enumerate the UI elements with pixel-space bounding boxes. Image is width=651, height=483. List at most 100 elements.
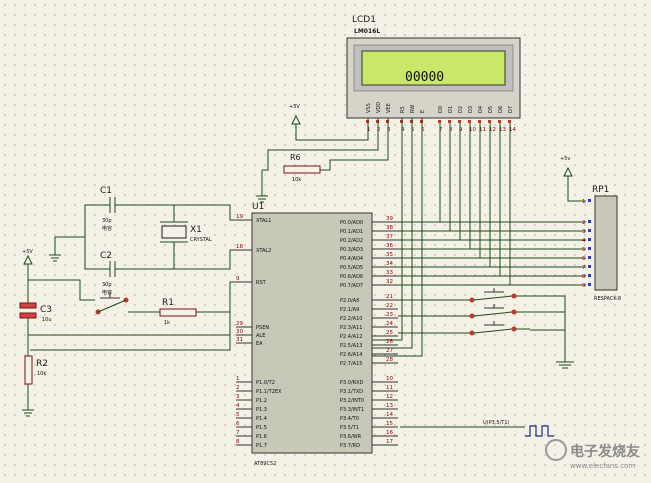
mcu-u1[interactable]: U1 AT89C52 19XTAL118XTAL29RST29PSEN30ALE… (236, 202, 398, 467)
lcd-pin-number: 3 (387, 127, 391, 133)
mcu-pin-label: P2.4/A12 (340, 334, 362, 340)
c1-ref: C1 (100, 186, 112, 196)
mcu-pin-label: P1.4 (256, 416, 267, 422)
lcd-pin-label: E (420, 110, 426, 113)
mcu-part: AT89C52 (254, 461, 276, 467)
mcu-pin-number: 37 (386, 234, 393, 240)
resistor-r1[interactable]: R1 1k (159, 298, 197, 326)
mcu-pin-label: P2.3/A11 (340, 325, 362, 331)
lcd-pin-marker (448, 120, 451, 123)
c1-desc: 电容 (102, 225, 112, 232)
mcu-pin-number: 32 (386, 279, 393, 285)
lcd-module[interactable]: LCD1 LM016L 00000 VSS1VDD2VEE3RS4RW5E6D0… (346, 15, 521, 133)
rp1-pin-marker (588, 247, 591, 250)
mcu-pin-label: P1.6 (256, 434, 267, 440)
mcu-pin-number: 36 (386, 243, 393, 249)
rp1-pin-marker (588, 265, 591, 268)
mcu-pin-number: 33 (386, 270, 393, 276)
lcd-pin-number: 5 (411, 127, 415, 133)
mcu-pin-label: P2.5/A13 (340, 343, 362, 349)
rp1-pin-number: 5 (582, 247, 586, 253)
crystal-x1[interactable]: X1 CRYSTAL (160, 221, 212, 243)
p2-push-button[interactable] (398, 288, 530, 303)
mcu-pin-label: P2.0/A8 (340, 298, 359, 304)
p2-gnd (530, 295, 574, 369)
r2-ref: R2 (36, 359, 48, 369)
mcu-pin-label: P1.0/T2 (256, 380, 275, 386)
mcu-pin-number: 23 (386, 312, 393, 318)
capacitor-c2[interactable]: C2 30p 电容 (100, 251, 116, 296)
lcd-pin-number: 11 (479, 127, 486, 133)
rp1-pin-marker (588, 199, 591, 202)
mcu-pin-label: RST (256, 280, 267, 286)
mcu-pin-label: P0.4/AD4 (340, 256, 363, 262)
mcu-pin-label: XTAL2 (256, 248, 271, 254)
mcu-pin-number: 22 (386, 303, 393, 309)
lcd-part: LM016L (354, 28, 380, 35)
lcd-data-wires (372, 123, 586, 286)
mcu-pin-number: 9 (236, 276, 240, 282)
c2-value: 30p (102, 282, 112, 288)
lcd-pin-label: RS (400, 106, 406, 113)
rp1-pin-marker (588, 229, 591, 232)
vcc-lcd: +5V (289, 104, 301, 125)
lcd-pin-number: 2 (377, 127, 381, 133)
lcd-pin-marker (488, 120, 491, 123)
lcd-pin-number: 7 (439, 127, 443, 133)
mcu-pin-number: 39 (386, 216, 393, 222)
lcd-pin-number: 13 (499, 127, 506, 133)
rp1-pin-number: 3 (582, 229, 586, 235)
lcd-display-text: 00000 (405, 70, 444, 85)
mcu-pin-label: P1.5 (256, 425, 267, 431)
resistor-r6[interactable]: R6 10k (283, 153, 321, 183)
mcu-pin-label: P0.7/AD7 (340, 283, 363, 289)
mcu-pin-label: P2.7/A15 (340, 361, 362, 367)
rp1-pin-number: 6 (582, 256, 586, 262)
mcu-pin-number: 31 (236, 337, 243, 343)
signal-source[interactable]: U(P3.5/T1) (400, 420, 554, 437)
lcd-pin-marker (498, 120, 501, 123)
r1-ref: R1 (162, 298, 174, 308)
mcu-pin-label: P0.2/AD2 (340, 238, 363, 244)
lcd-pin-label: RW (410, 105, 416, 113)
mcu-pin-number: 26 (386, 339, 393, 345)
signal-label: U(P3.5/T1) (483, 420, 509, 426)
capacitor-c3[interactable]: C3 10u (19, 302, 52, 323)
lcd-pin-label: D4 (478, 106, 484, 113)
mcu-pin-number: 34 (386, 261, 393, 267)
crystal-wires (49, 204, 252, 270)
rp1-pin-number: 1 (582, 199, 586, 205)
watermark: 电子发烧友 www.elecfans.com (545, 439, 640, 470)
rp1-pin-marker (588, 220, 591, 223)
lcd-pin-number: 14 (509, 127, 516, 133)
lcd-pin-label: D1 (448, 106, 454, 113)
mcu-pin-label: P0.1/AD1 (340, 229, 363, 235)
x1-desc: CRYSTAL (190, 237, 212, 243)
mcu-pin-number: 35 (386, 252, 393, 258)
rp1-pin-number: 4 (582, 238, 586, 244)
rp1-ref: RP1 (592, 185, 609, 195)
mcu-pin-number: 29 (236, 321, 243, 327)
mcu-pin-label: P1.7 (256, 443, 267, 449)
reset-wires (22, 264, 252, 417)
lcd-pin-label: D2 (458, 106, 464, 113)
resistor-r2[interactable]: R2 10k (24, 355, 48, 385)
mcu-pin-number: 4 (236, 403, 240, 409)
p2-push-button[interactable] (398, 321, 530, 336)
capacitor-c1[interactable]: C1 30p 电容 (100, 186, 116, 232)
mcu-pin-label: P3.3/INT1 (340, 407, 364, 413)
mcu-pin-label: P3.0/RXD (340, 380, 364, 386)
mcu-pin-number: 8 (236, 439, 240, 445)
mcu-pin-number: 2 (236, 385, 240, 391)
r2-value: 10k (37, 371, 46, 377)
mcu-pin-label: P3.1/TXD (340, 389, 363, 395)
watermark-text: 电子发烧友 (570, 443, 640, 460)
c3-ref: C3 (40, 305, 52, 315)
mcu-pin-number: 28 (386, 357, 393, 363)
mcu-pin-label: P0.5/AD5 (340, 265, 363, 271)
p2-push-button[interactable] (398, 304, 530, 319)
reset-button[interactable] (95, 292, 129, 315)
